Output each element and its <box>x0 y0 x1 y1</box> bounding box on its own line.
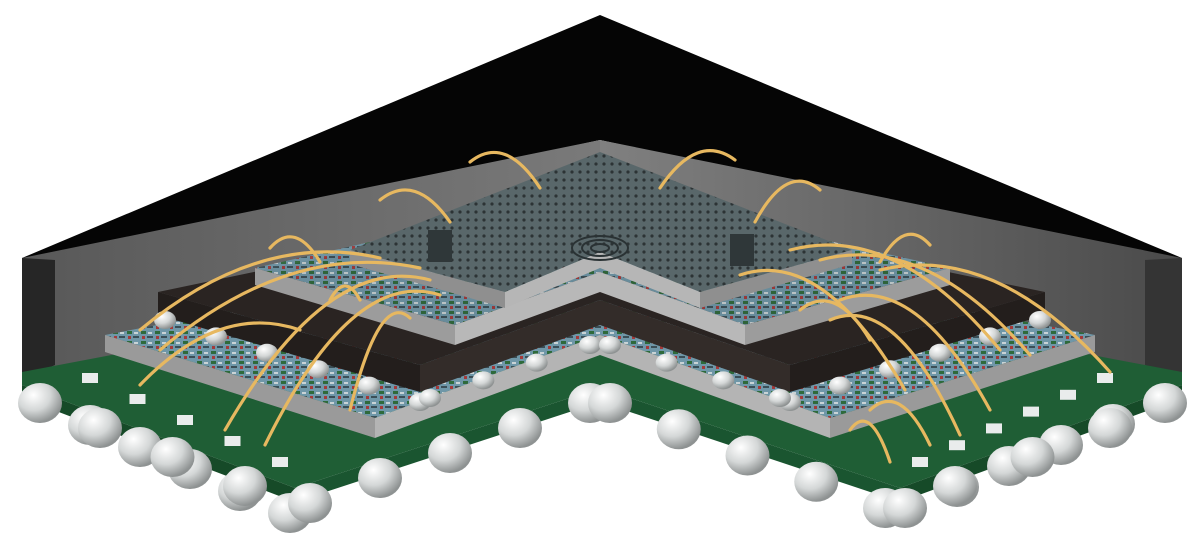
top-die-top-right <box>600 152 852 292</box>
top-die-block-left <box>428 230 452 262</box>
bond-pad <box>82 373 98 383</box>
micro-bump-icon <box>419 389 441 407</box>
bond-pad <box>224 436 241 446</box>
micro-bump-icon <box>256 343 278 362</box>
bond-wire-icon <box>348 311 412 412</box>
middle-die-side-mid <box>455 272 745 345</box>
solder-ball-icon <box>358 458 402 498</box>
top-die-block-right <box>730 234 754 266</box>
solder-ball-icon <box>794 461 839 502</box>
bond-pad <box>986 423 1002 434</box>
solder-ball-icon <box>1088 408 1132 448</box>
bond-wire-icon <box>263 289 442 447</box>
micro-bump-icon <box>599 336 621 354</box>
micro-bump-icon <box>929 343 951 362</box>
middle-die-side-right <box>745 268 950 345</box>
solder-ball-icon <box>883 488 927 528</box>
middle-die-side-left <box>255 268 455 345</box>
spacer-side-right <box>790 292 1045 392</box>
bond-wire-icon <box>838 293 992 412</box>
micro-bump-icon <box>472 371 495 390</box>
bond-wire-icon <box>848 419 892 464</box>
bond-wire-icon <box>223 274 432 432</box>
bond-wire-icon <box>378 188 452 224</box>
solder-ball-array <box>18 383 1187 533</box>
bond-wire-icon <box>818 253 1032 357</box>
bottom-die-side-left <box>105 335 375 438</box>
solder-ball-icon <box>725 435 770 476</box>
mold-top-face <box>22 15 1182 268</box>
bond-pad <box>1060 389 1076 400</box>
micro-bump-row <box>154 311 1051 411</box>
micro-bump-icon <box>769 389 791 407</box>
bond-wire-icon <box>328 284 362 302</box>
solder-ball-icon <box>656 409 701 450</box>
spacer-side-mid <box>420 300 790 392</box>
top-die-side-mid <box>505 252 700 308</box>
bond-pad <box>129 394 146 404</box>
bond-wire-icon <box>158 260 422 352</box>
bond-wires <box>138 149 1112 464</box>
bond-pad <box>912 457 928 467</box>
micro-bump-icon <box>154 311 176 329</box>
bond-wire-icon <box>878 263 1112 374</box>
solder-ball-icon <box>588 383 632 423</box>
bond-wire-icon <box>753 179 822 224</box>
bond-wire-icon <box>798 299 872 342</box>
mold-outer-left-side <box>22 258 55 380</box>
micro-bump-icon <box>1029 311 1051 329</box>
bond-pad <box>1023 406 1039 417</box>
solder-ball-icon <box>428 433 472 473</box>
bond-wire-icon <box>738 268 907 392</box>
bond-wire-icon <box>138 250 382 332</box>
bond-wire-icon <box>828 313 962 437</box>
top-die-ring <box>571 235 629 261</box>
bond-pad <box>949 440 965 451</box>
solder-ball-icon <box>18 383 62 423</box>
bond-wire-icon <box>268 235 322 264</box>
bond-wire-icon <box>878 232 932 264</box>
bond-pad <box>1097 373 1113 383</box>
micro-bump-icon <box>525 353 548 372</box>
micro-bump-icon <box>829 376 851 395</box>
solder-ball-icon <box>288 483 332 523</box>
micro-bump-icon <box>655 353 678 372</box>
bond-pad-row <box>82 373 1113 467</box>
bond-pad <box>272 457 288 467</box>
mold-outer-right-side <box>1145 258 1182 380</box>
bond-wire-icon <box>868 399 932 447</box>
spacer-side-left <box>158 292 420 392</box>
bottom-die-side-right <box>830 335 1095 438</box>
micro-bump-icon <box>579 336 601 354</box>
bond-wire-icon <box>468 150 542 190</box>
solder-ball-icon <box>933 466 977 506</box>
solder-ball-icon <box>498 408 542 448</box>
bond-wire-icon <box>658 149 737 190</box>
solder-ball-icon <box>223 466 267 506</box>
solder-ball-icon <box>1143 383 1187 423</box>
bond-wire-icon <box>138 321 302 387</box>
bond-wire-icon <box>788 243 1002 352</box>
bond-pad <box>177 415 193 425</box>
solder-ball-icon <box>78 408 122 448</box>
solder-ball-icon <box>150 437 195 477</box>
top-die-side-right <box>700 250 852 308</box>
micro-bump-icon <box>712 371 735 390</box>
micro-bump-icon <box>358 376 380 395</box>
solder-ball-icon <box>1010 437 1055 477</box>
